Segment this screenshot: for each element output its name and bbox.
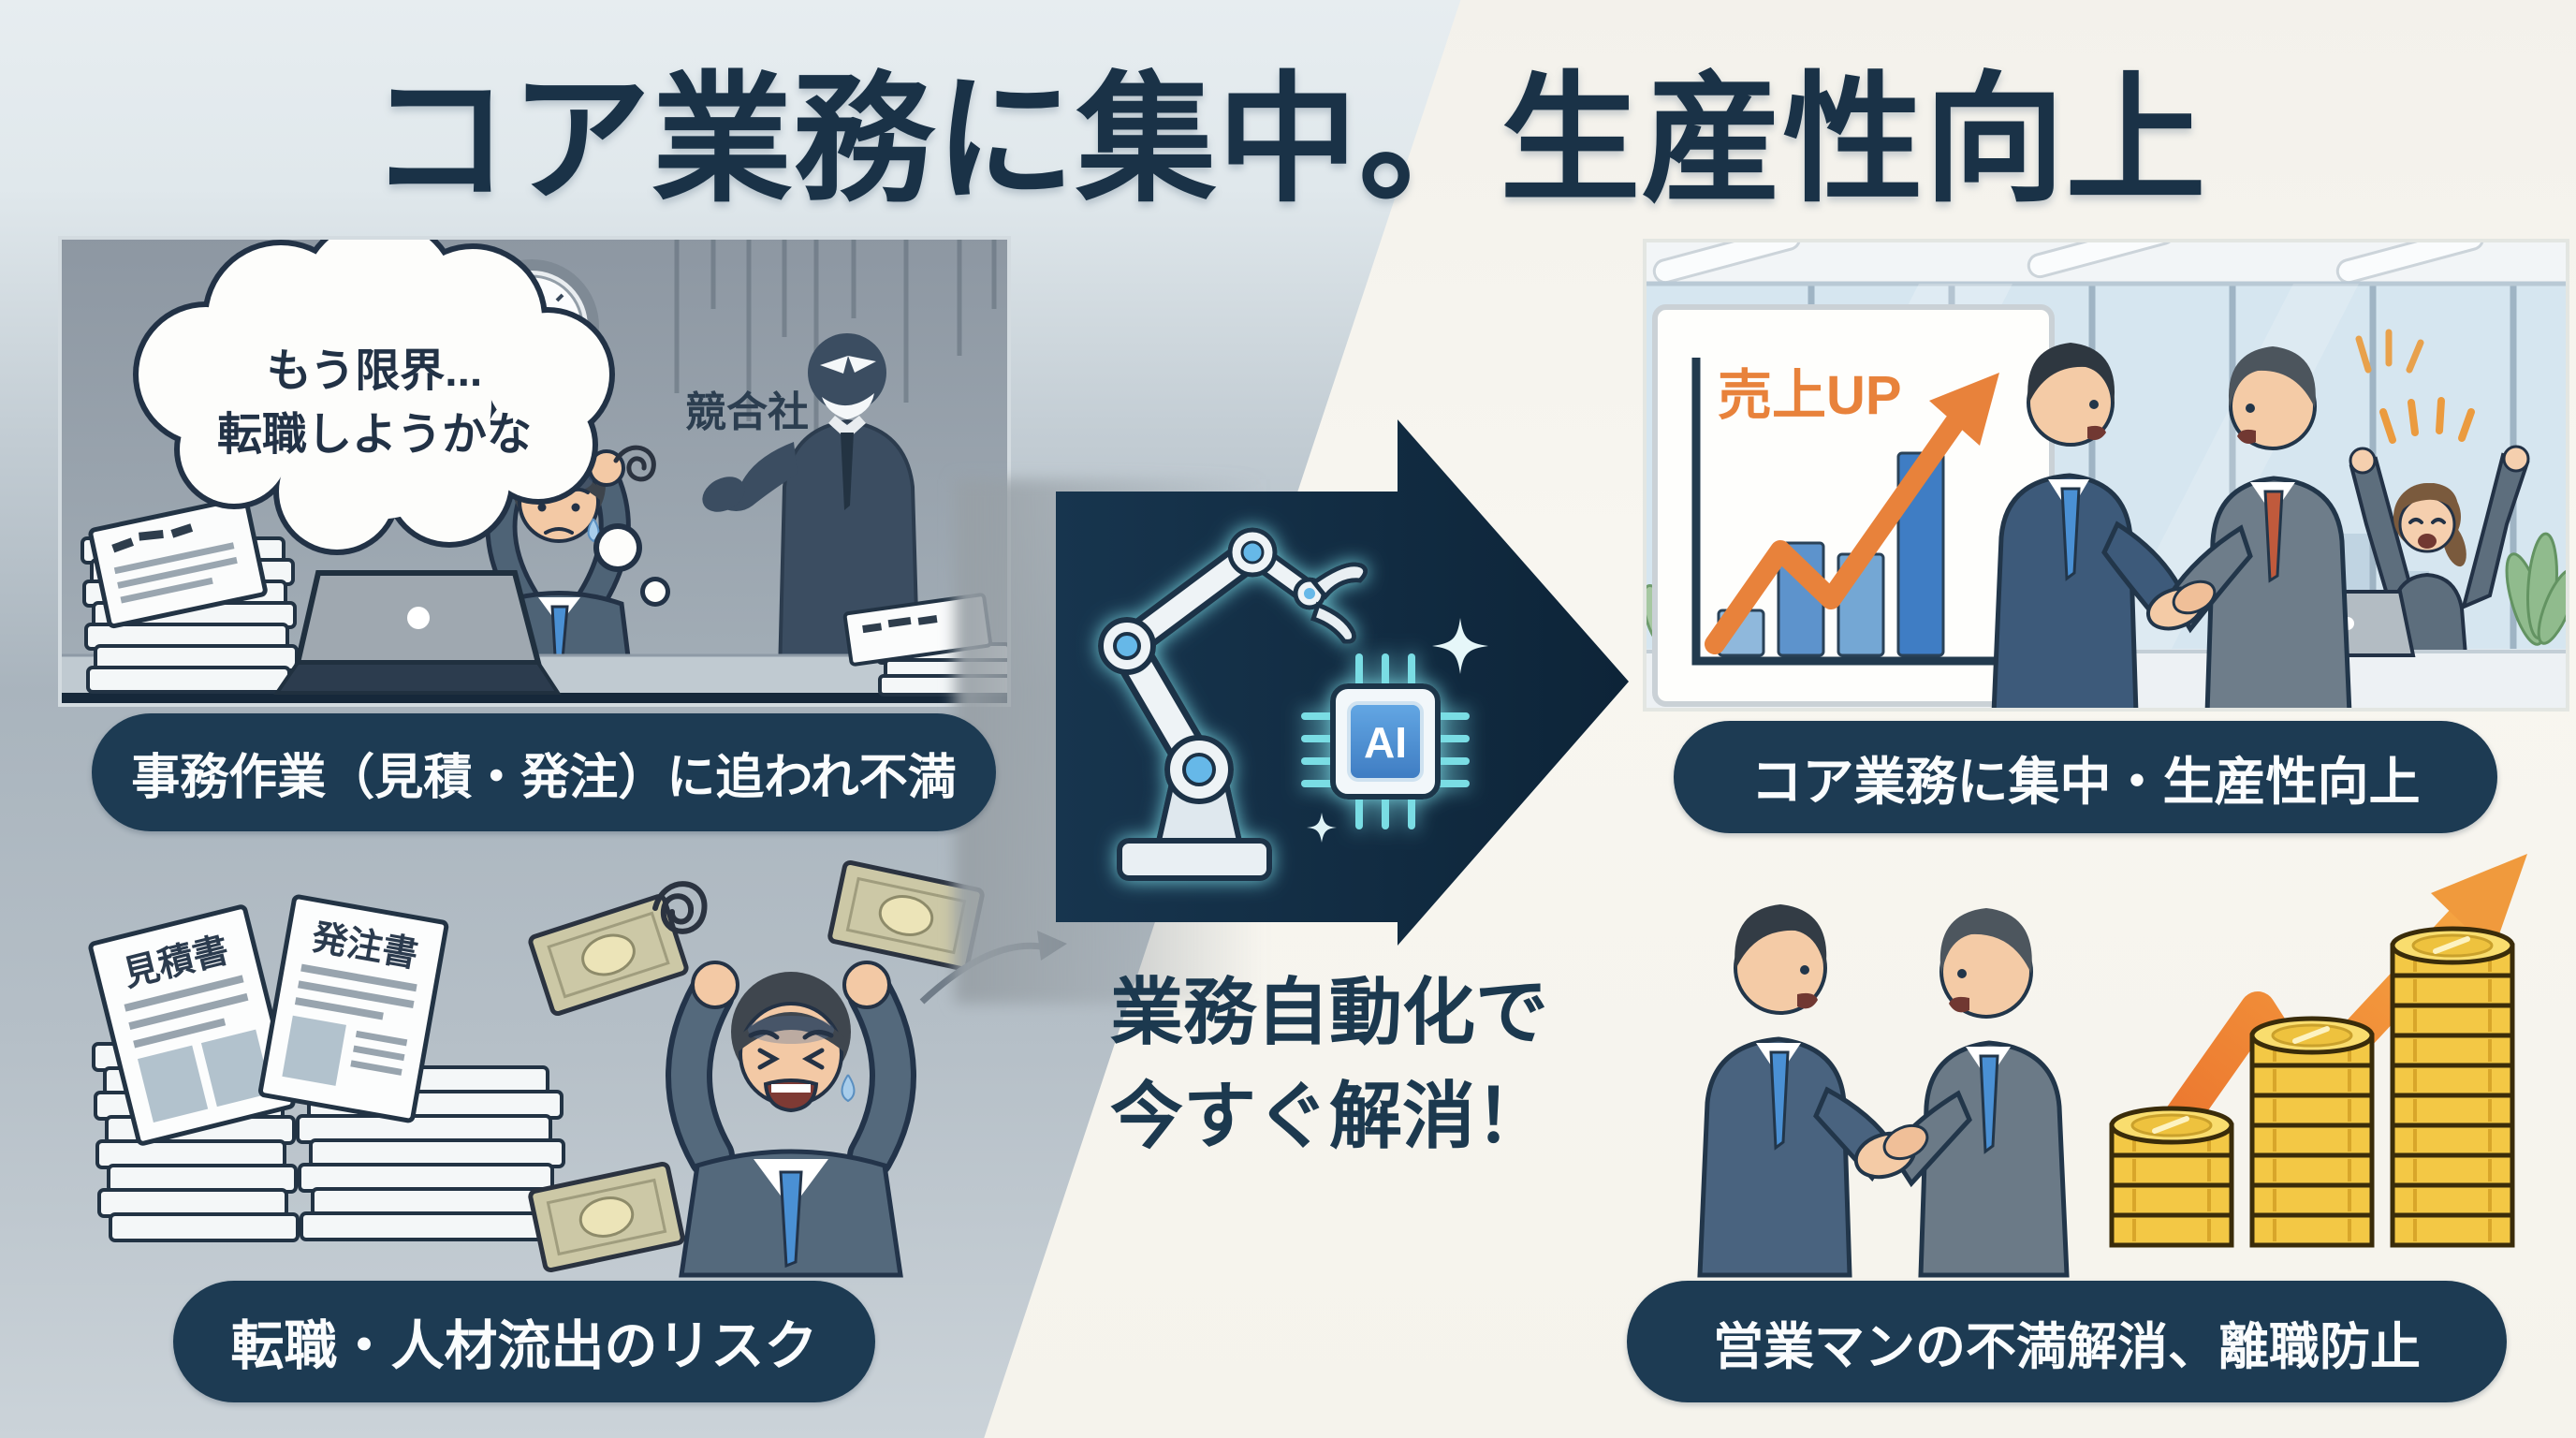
evil-eye-right	[848, 356, 876, 373]
coin	[2390, 1212, 2515, 1248]
evil-grin	[822, 393, 874, 419]
ai-chip-icon: AI	[1301, 653, 1470, 829]
scene-productive-office: 売上UP	[1643, 239, 2569, 712]
coin	[2249, 1212, 2375, 1248]
doc-stack-order: 発注書	[257, 894, 567, 1241]
coin	[2390, 1033, 2515, 1068]
scene-frame-border	[1643, 239, 2569, 712]
sparkle-icon	[1432, 618, 1488, 674]
sweat-drop	[587, 518, 600, 543]
robot-arm-icon	[1098, 527, 1368, 881]
automation-message: 業務自動化で 今すぐ解消！	[1039, 961, 1619, 1168]
chart-axes	[1691, 358, 2029, 666]
competitor-label: 競合社	[685, 389, 809, 435]
automation-transition: AI	[955, 419, 1629, 1004]
scene-overworked-office: 競合社	[58, 236, 1011, 707]
laptop-icon	[273, 570, 562, 695]
coin	[2390, 1182, 2515, 1218]
automation-message-line2: 今すぐ解消！	[1109, 1074, 1548, 1157]
evil-eye-left	[820, 356, 848, 374]
gloom-rain-lines	[674, 240, 997, 440]
sweat-drop	[841, 1074, 856, 1103]
coin	[2249, 1182, 2375, 1218]
coin	[2109, 1152, 2234, 1188]
coin	[2390, 1003, 2515, 1038]
scene-turnover-risk: 見積書 発注書	[88, 859, 1067, 1278]
coin	[2390, 1152, 2515, 1188]
handshake-pair-office	[1991, 329, 2424, 712]
coin	[2249, 1152, 2375, 1188]
growth-arrow-icon	[1705, 413, 1965, 654]
doc-stack-quote: 見積書	[88, 904, 300, 1242]
coin-top	[2249, 1016, 2375, 1055]
coin-top	[2109, 1106, 2234, 1145]
coin	[2390, 1063, 2515, 1098]
coin	[2249, 1093, 2375, 1128]
thought-text-line2: 転職しようかな	[217, 410, 532, 460]
coin-top	[2390, 926, 2515, 965]
page-title: コア業務に集中。生産性向上	[369, 61, 2207, 218]
coin	[2109, 1212, 2234, 1248]
caption-core-focus: コア業務に集中・生産性向上	[1674, 721, 2497, 833]
handshake-pair-deal	[1697, 904, 2070, 1278]
stress-squiggle	[652, 881, 708, 934]
coin	[2249, 1063, 2375, 1098]
sales-up-board: 売上UP	[1652, 304, 2055, 707]
thought-bubble: もう限界... 転職しようかな	[133, 236, 670, 607]
caption-admin-burden: 事務作業（見積・発注）に追われ不満	[92, 713, 996, 831]
scene-deal-profit	[1697, 854, 2527, 1278]
automation-message-line1: 業務自動化で	[1109, 971, 1548, 1053]
cheering-woman	[2349, 397, 2530, 657]
frustration-squiggle	[613, 445, 656, 482]
paper-pile-left	[80, 495, 299, 694]
ai-chip-label: AI	[1364, 718, 1407, 767]
coin	[2390, 973, 2515, 1008]
coin	[2109, 1182, 2234, 1218]
coin	[2390, 1123, 2515, 1158]
competitor-silhouette	[702, 333, 921, 707]
caption-retention: 営業マンの不満解消、離職防止	[1627, 1281, 2507, 1402]
scene-frame-border	[58, 236, 1011, 707]
joy-burst	[2379, 397, 2475, 444]
sparkle-icon-small	[1307, 813, 1337, 843]
thought-text-line1: もう限界...	[267, 346, 483, 396]
caption-turnover-risk: 転職・人材流出のリスク	[173, 1281, 875, 1402]
stressed-worker-2	[666, 961, 916, 1278]
coin	[2249, 1123, 2375, 1158]
profit-arrow-head	[2431, 854, 2527, 953]
coin-stacks-icon	[2109, 926, 2515, 1248]
sales-up-label: 売上UP	[1718, 365, 1902, 426]
emphasis-ticks	[2355, 329, 2424, 374]
coin	[2390, 1093, 2515, 1128]
